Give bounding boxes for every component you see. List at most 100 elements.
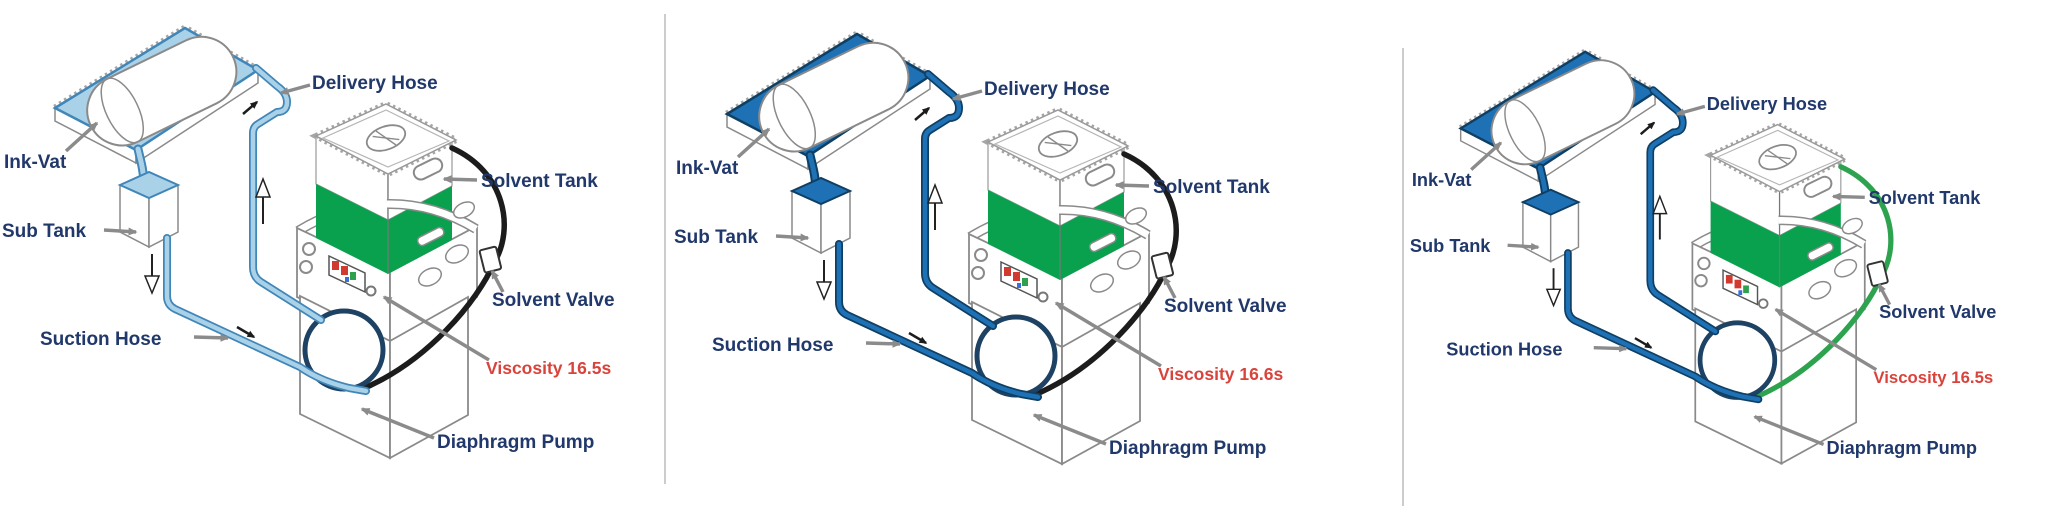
flow-marker-suction-icon <box>236 325 256 339</box>
solvent-tank-top-inner-rim <box>993 115 1123 174</box>
solvent-tank-top-inner-rim <box>321 109 451 168</box>
ink-vat <box>1453 47 1662 183</box>
label-sub-tank: Sub Tank <box>1410 236 1491 256</box>
pump-face-details <box>299 201 476 297</box>
flow-marker-suction-icon <box>908 331 928 345</box>
diagram-panel-3: Ink-Vat Sub Tank Suction Hose Delivery H… <box>1408 25 2040 504</box>
flow-up-arrow-icon <box>1652 194 1668 240</box>
suction-hose-arrow-icon <box>1593 344 1628 353</box>
pump-vent-oval <box>1841 217 1863 235</box>
pump-vent-oval <box>452 201 476 219</box>
ink-vat <box>47 23 265 165</box>
delivery-hose-arrow-icon <box>279 83 311 95</box>
ink-system-diagram: Ink-Vat Sub Tank Suction Hose Delivery H… <box>1410 47 1996 466</box>
pump-knob-icon <box>299 260 313 274</box>
flow-down-arrow-icon <box>143 254 161 295</box>
sub-tank-arrow-icon <box>775 233 810 242</box>
flow-up-arrow-icon <box>926 182 944 230</box>
solvent-tank <box>309 100 479 274</box>
label-diaphragm-pump: Diaphragm Pump <box>437 432 594 453</box>
sub-tank-top <box>117 170 181 200</box>
flow-marker-delivery-icon <box>242 101 259 115</box>
delivery-hose-arrow-icon <box>1675 104 1706 116</box>
sub-tank-arrow-icon <box>103 227 138 236</box>
ink-vat-arrow-icon <box>1470 141 1503 171</box>
solvent-level-left <box>316 184 388 274</box>
flow-marker-suction-icon <box>1634 337 1653 349</box>
ink-vat <box>719 29 937 171</box>
suction-hose-arrow-icon <box>865 339 902 348</box>
tank-handle-slot <box>1803 175 1833 198</box>
pump-knob-icon <box>1697 256 1711 271</box>
ink-vat-arrow-icon <box>736 127 771 159</box>
viscosity-display <box>1000 260 1038 300</box>
label-suction-hose: Suction Hose <box>712 335 833 356</box>
delivery-hose <box>921 70 997 330</box>
suction-hose-arrow-icon <box>193 333 230 342</box>
label-sub-tank: Sub Tank <box>2 221 87 242</box>
viscosity-arrow-icon <box>1054 301 1162 368</box>
suction-hose <box>1564 249 1763 404</box>
sub-tank-top <box>1520 188 1581 216</box>
label-delivery-hose: Delivery Hose <box>1707 94 1827 114</box>
leader-arrows <box>64 83 505 440</box>
ink-system-diagram: Ink-Vat Sub Tank Suction Hose Delivery H… <box>2 23 615 460</box>
pump-vent-oval <box>1808 280 1832 300</box>
pump-vent-slot <box>1807 242 1834 261</box>
pump-knob-icon <box>302 242 316 256</box>
pump-vent-oval <box>1116 250 1142 270</box>
viscosity-arrow-icon <box>382 295 490 362</box>
pump-vent-slot <box>1088 232 1117 253</box>
diaphragm-pump-arrow-icon <box>1753 415 1825 446</box>
label-delivery-hose: Delivery Hose <box>312 73 438 94</box>
label-suction-hose: Suction Hose <box>40 329 161 350</box>
sub-tank-arrow-icon <box>1507 242 1540 251</box>
flow-down-arrow-icon <box>1545 268 1562 308</box>
label-suction-hose: Suction Hose <box>1446 339 1562 359</box>
flow-down-arrow-icon <box>815 260 833 301</box>
solvent-tank-arrow-icon <box>1114 181 1150 190</box>
sub-tank-top <box>789 176 853 206</box>
flow-marker-delivery-icon <box>914 107 931 121</box>
label-solvent-tank: Solvent Tank <box>1153 177 1270 198</box>
viscosity-sensor-knob <box>1037 291 1049 303</box>
diaphragm-pump-arrow-icon <box>1032 413 1107 446</box>
panel-divider <box>664 14 666 484</box>
viscosity-arrow-icon <box>1774 307 1878 372</box>
pump-face-details <box>1694 217 1863 309</box>
pump-face-details <box>971 207 1148 303</box>
label-solvent-valve: Solvent Valve <box>492 290 615 311</box>
leader-arrows <box>1470 104 1892 446</box>
pump-knob-icon <box>971 266 985 280</box>
label-viscosity: Viscosity 16.5s <box>1873 368 1993 387</box>
pump-knob-icon <box>974 248 988 262</box>
viscosity-sensor-knob <box>365 285 377 297</box>
diagram-panel-1: Ink-Vat Sub Tank Suction Hose Delivery H… <box>0 0 660 500</box>
viscosity-sensor-knob <box>1757 298 1769 309</box>
solvent-level-left <box>988 190 1060 280</box>
label-viscosity: Viscosity 16.5s <box>486 358 611 378</box>
label-solvent-tank: Solvent Tank <box>481 171 598 192</box>
tank-handle-slot <box>412 157 444 181</box>
pump-vent-oval <box>444 244 470 264</box>
label-viscosity: Viscosity 16.6s <box>1158 364 1283 384</box>
delivery-hose-arrow-icon <box>951 89 983 101</box>
flow-marker-delivery-icon <box>1639 121 1656 136</box>
label-ink-vat: Ink-Vat <box>4 152 67 173</box>
label-solvent-valve: Solvent Valve <box>1879 302 1996 322</box>
pump-knob-icon <box>1694 273 1708 288</box>
solvent-level-left <box>1710 201 1780 288</box>
solvent-valve-arrow-icon <box>1162 275 1177 299</box>
tank-handle-slot <box>1084 163 1116 187</box>
leader-arrows <box>736 89 1177 446</box>
ink-vat-arrow-icon <box>64 121 99 153</box>
panel-divider <box>1402 48 1404 506</box>
solvent-tank-top-inner-rim <box>1715 129 1840 186</box>
pump-vent-slot <box>416 226 445 247</box>
sub-tank <box>789 176 853 255</box>
suction-hose <box>835 240 1042 401</box>
label-ink-vat: Ink-Vat <box>1412 170 1472 190</box>
suction-hose <box>163 234 370 395</box>
label-solvent-valve: Solvent Valve <box>1164 296 1287 317</box>
